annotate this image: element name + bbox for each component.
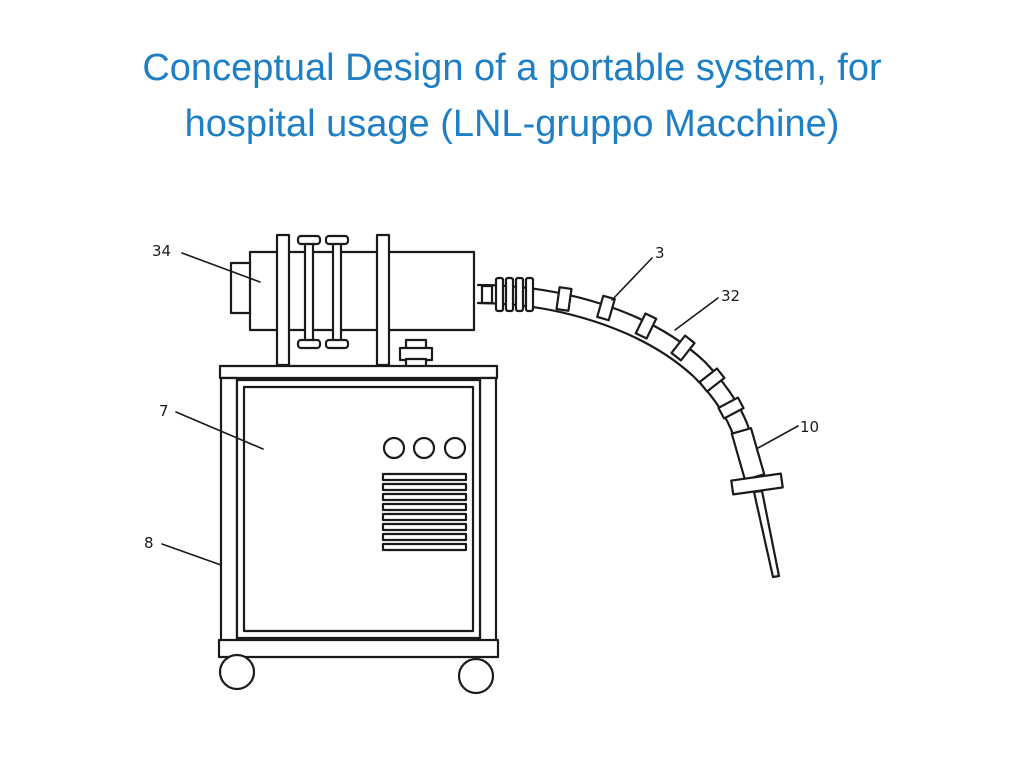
cart-top-plate (218, 364, 499, 380)
control-knob (412, 436, 436, 460)
head-unit (229, 233, 476, 369)
cart-base (217, 638, 500, 659)
arm-clamp (596, 294, 616, 322)
support-post (275, 233, 291, 367)
cart-left-leg (219, 376, 239, 644)
callout-34: 34 (152, 242, 171, 260)
callout-8: 8 (144, 534, 154, 552)
clamp-rod (331, 236, 343, 348)
flexible-arm (476, 276, 784, 579)
clamp-bolt (324, 234, 350, 246)
support-post (375, 233, 391, 367)
callout-7: 7 (159, 402, 169, 420)
slide-title: Conceptual Design of a portable system, … (0, 40, 1024, 152)
arm-clamp (555, 286, 573, 312)
cabinet-panel (242, 385, 475, 633)
tube-coupling (480, 284, 494, 305)
bellows-ring (504, 276, 515, 313)
wheel (218, 653, 256, 691)
cart (217, 364, 500, 695)
bellows-ring (494, 276, 505, 313)
clamp-bolt (296, 338, 322, 350)
callout-3: 3 (655, 244, 665, 262)
arm-clamp (717, 396, 745, 420)
cart-right-leg (478, 376, 498, 644)
clamp-bolt (296, 234, 322, 246)
applicator-needle (752, 489, 781, 579)
wheel (457, 657, 495, 695)
control-knob (443, 436, 467, 460)
arm-clamp (670, 334, 696, 362)
callout-10: 10 (800, 418, 819, 436)
arm-clamp (698, 367, 726, 393)
control-knob (382, 436, 406, 460)
vent-grille (381, 472, 468, 552)
leader-lines (161, 252, 799, 566)
arm-clamp (634, 312, 658, 340)
clamp-rod (303, 236, 315, 348)
title-line-2: hospital usage (LNL-gruppo Macchine) (184, 103, 840, 145)
bellows-ring (524, 276, 535, 313)
clamp-bolt (324, 338, 350, 350)
callout-32: 32 (721, 287, 740, 305)
title-line-1: Conceptual Design of a portable system, … (142, 47, 882, 89)
applicator-body (730, 427, 766, 481)
bellows-ring (514, 276, 525, 313)
